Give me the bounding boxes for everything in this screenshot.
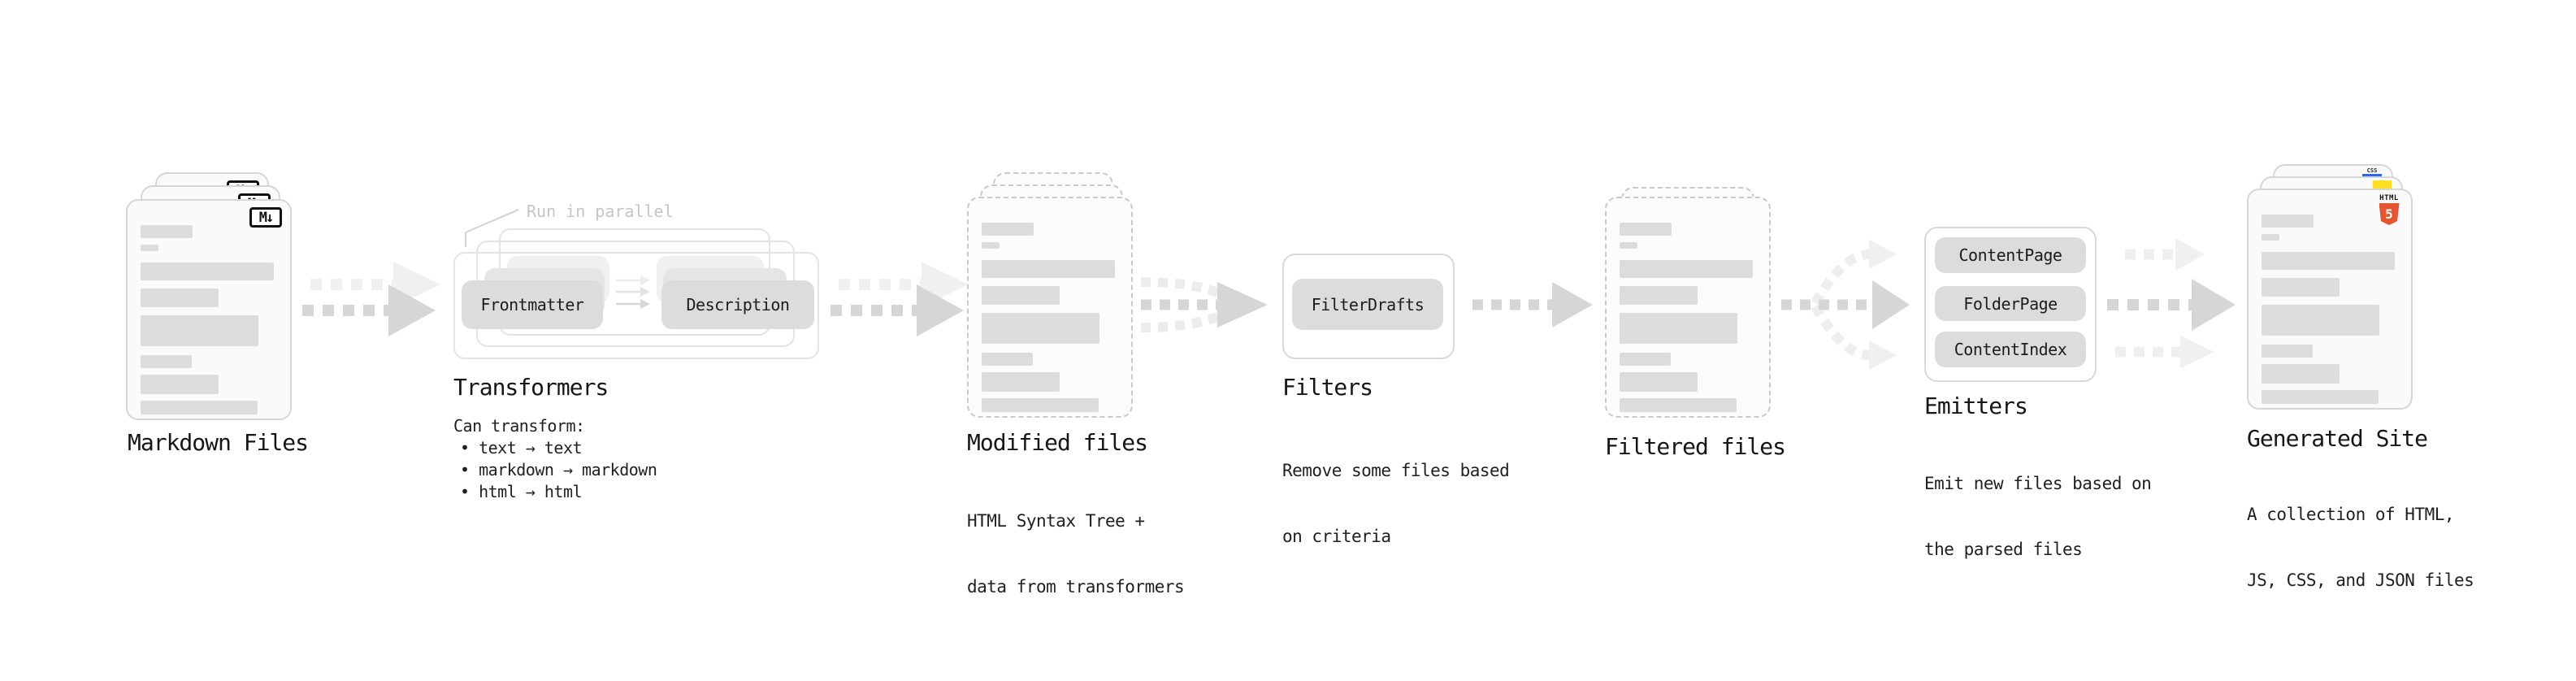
placeholder-bar <box>982 242 1000 249</box>
stage-label-modified-files: Modified files <box>967 429 1148 456</box>
parallel-connector-line <box>465 209 519 247</box>
transformer-pill-frontmatter: Frontmatter <box>462 280 603 329</box>
stage-label-transformers: Transformers <box>453 374 609 401</box>
arrow-modified-to-filters <box>1140 277 1268 332</box>
stage-label-filters: Filters <box>1282 374 1373 401</box>
placeholder-bar <box>982 286 1060 305</box>
placeholder-bar <box>982 398 1099 412</box>
subtext-line: on criteria <box>1282 527 1391 546</box>
subtext-line: data from transformers <box>967 577 1185 596</box>
emitter-pill-folderpage: FolderPage <box>1935 286 2086 321</box>
placeholder-bar <box>141 245 158 251</box>
placeholder-bar <box>982 260 1115 278</box>
subtext-line: Remove some files based <box>1282 461 1510 480</box>
stage-label-emitters: Emitters <box>1924 393 2028 419</box>
stage-label-generated-site: Generated Site <box>2247 425 2428 452</box>
subtext-line: Emit new files based on <box>1924 474 2152 493</box>
subtext-line: HTML Syntax Tree + <box>967 511 1145 531</box>
placeholder-bar <box>1620 398 1737 412</box>
placeholder-bar <box>2262 345 2313 358</box>
placeholder-bar <box>1620 313 1737 344</box>
filtered-file-card-front <box>1605 197 1771 418</box>
arrow-filters-to-filtered <box>1472 282 1593 327</box>
placeholder-bar <box>1620 260 1753 278</box>
transformer-outline-front <box>453 252 819 359</box>
placeholder-bar <box>2262 252 2395 270</box>
generated-site-card-html: HTML 5 <box>2247 189 2413 410</box>
stage-label-filtered-files: Filtered files <box>1605 433 1786 460</box>
placeholder-bar <box>141 315 258 346</box>
placeholder-bar <box>982 313 1099 344</box>
placeholder-bar <box>1620 353 1671 366</box>
arrow-filtered-to-emitters <box>1781 240 1910 370</box>
transformers-note-heading: Can transform: <box>453 416 585 436</box>
placeholder-bar <box>1620 286 1698 305</box>
markdown-file-card-front: M↓ <box>126 199 292 420</box>
emitter-pill-contentpage: ContentPage <box>1935 237 2086 273</box>
placeholder-bar <box>141 225 193 238</box>
emitter-pill-contentindex: ContentIndex <box>1935 332 2086 367</box>
html5-icon-label: HTML <box>2379 194 2399 202</box>
placeholder-bar <box>1620 372 1698 392</box>
placeholder-bar <box>141 401 258 414</box>
placeholder-bar <box>982 223 1034 236</box>
placeholder-bar <box>982 353 1033 366</box>
placeholder-bar <box>141 355 192 368</box>
placeholder-bar <box>2262 234 2279 241</box>
transformers-bullet: • text → text <box>460 438 583 458</box>
modified-files-subtext: HTML Syntax Tree + data from transformer… <box>967 466 1185 642</box>
subtext-line: JS, CSS, and JSON files <box>2247 570 2474 590</box>
transformers-bullet: • html → html <box>460 482 583 501</box>
subtext-line: A collection of HTML, <box>2247 505 2455 524</box>
placeholder-bar <box>982 372 1060 392</box>
transformer-pill-description: Description <box>661 280 814 329</box>
js-icon <box>2373 180 2392 189</box>
placeholder-bar <box>2262 278 2340 297</box>
placeholder-bar <box>141 375 219 394</box>
subtext-line: the parsed files <box>1924 540 2083 559</box>
html5-icon-shield: 5 <box>2379 203 2400 225</box>
placeholder-bar <box>2262 364 2340 384</box>
stage-label-markdown-files: Markdown Files <box>128 429 309 456</box>
modified-file-card-front <box>967 197 1133 418</box>
generated-site-subtext: A collection of HTML, JS, CSS, and JSON … <box>2247 460 2474 635</box>
placeholder-bar <box>2262 390 2379 404</box>
placeholder-bar <box>1620 242 1637 249</box>
css-icon: CSS <box>2362 168 2382 176</box>
run-in-parallel-label: Run in parallel <box>527 202 674 221</box>
transformers-bullet: • markdown → markdown <box>460 460 657 479</box>
placeholder-bar <box>141 262 274 280</box>
mini-arrows <box>616 275 650 309</box>
html5-icon: HTML 5 <box>2374 194 2404 225</box>
emitters-subtext: Emit new files based on the parsed files <box>1924 429 2152 605</box>
markdown-icon: M↓ <box>249 207 282 228</box>
filters-subtext: Remove some files based on criteria <box>1282 416 1510 592</box>
placeholder-bar <box>1620 223 1672 236</box>
arrow-transformers-to-modified <box>830 262 969 336</box>
filter-pill-filterdrafts: FilterDrafts <box>1292 279 1443 330</box>
arrow-emitters-to-generated <box>2107 238 2236 368</box>
placeholder-bar <box>141 288 219 307</box>
arrow-markdown-to-transformers <box>302 262 440 336</box>
placeholder-bar <box>2262 305 2379 336</box>
placeholder-bar <box>2262 215 2314 228</box>
